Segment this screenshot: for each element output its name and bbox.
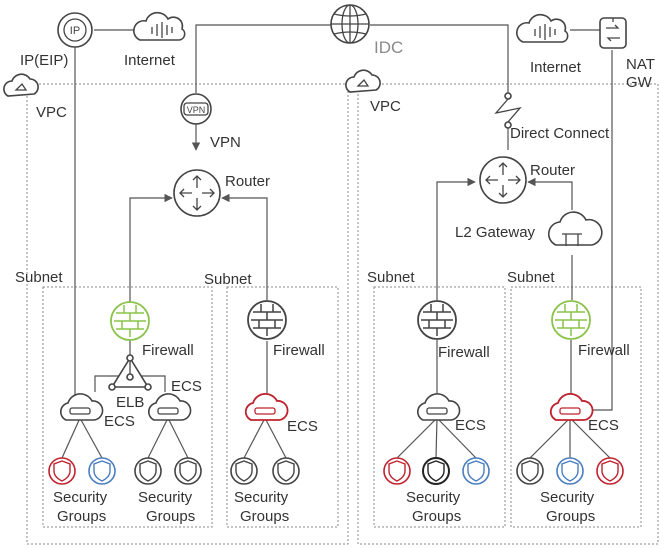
ip-eip-label: IP(EIP) (20, 52, 68, 69)
ecs-icon-3 (244, 392, 289, 421)
vpn-badge-text: VPN (187, 105, 206, 115)
ip-badge-text: IP (70, 25, 80, 37)
subnet-2-box (226, 286, 339, 528)
internet-cloud-icon (133, 11, 186, 41)
shield-icon (516, 457, 544, 485)
firewall-icon-3 (417, 300, 457, 340)
direct-connect-label: Direct Connect (510, 125, 610, 142)
nat-gw-label-line1: NAT (626, 56, 655, 73)
elb-label: ELB (116, 394, 144, 411)
vpn-label: VPN (210, 134, 241, 151)
shield-icon (422, 457, 450, 485)
shield-icon (596, 457, 624, 485)
subnet-4-box (510, 286, 642, 528)
ecs-icon-2 (148, 393, 192, 421)
ecs-5-label: ECS (588, 417, 619, 434)
connection-lines (61, 24, 613, 459)
shield-icon (48, 457, 76, 485)
ecs-4-label: ECS (455, 417, 486, 434)
firewall-4-label: Firewall (578, 342, 630, 359)
internet-left-label: Internet (124, 52, 176, 69)
direct-connect-icon (494, 92, 522, 129)
l2-gateway-label: L2 Gateway (455, 224, 536, 241)
ecs-icon-4 (417, 393, 461, 421)
idc-label: IDC (374, 38, 403, 57)
subnet-1-label: Subnet (15, 269, 63, 286)
router-left-label: Router (225, 173, 270, 190)
subnet-1-box (42, 286, 213, 528)
firewall-3-label: Firewall (438, 344, 490, 361)
vpn-icon: VPN (180, 93, 212, 125)
internet-right-label: Internet (530, 59, 582, 76)
security-groups-2-line2: Groups (146, 508, 195, 525)
subnet-2-label: Subnet (204, 271, 252, 288)
subnet-3-label: Subnet (367, 269, 415, 286)
router-icon-right (479, 156, 527, 204)
security-groups-2-line1: Security (138, 489, 193, 506)
shield-icon (230, 457, 258, 485)
security-groups-1-line1: Security (53, 489, 108, 506)
router-icon-left (173, 169, 221, 217)
nat-gw-label-line2: GW (626, 74, 653, 91)
shield-icon (174, 457, 202, 485)
firewall-icon-1 (110, 301, 150, 341)
firewall-icon-2 (247, 300, 287, 340)
firewall-2-label: Firewall (273, 342, 325, 359)
shield-icon (134, 457, 162, 485)
subnet-4-label: Subnet (507, 269, 555, 286)
shield-icon (556, 457, 584, 485)
elb-icon (108, 354, 152, 391)
vpc-right-label: VPC (370, 98, 401, 115)
l2-gateway-icon (547, 211, 603, 246)
shield-icon (88, 457, 116, 485)
security-groups-4-line2: Groups (412, 508, 461, 525)
ecs-3-label: ECS (287, 418, 318, 435)
shield-icon (272, 457, 300, 485)
security-groups-3-line1: Security (234, 489, 289, 506)
router-right-label: Router (530, 162, 575, 179)
nat-gateway-icon (599, 17, 627, 49)
firewall-icon-4 (551, 300, 591, 340)
ecs-2-label: ECS (171, 378, 202, 395)
security-groups-5-line2: Groups (546, 508, 595, 525)
ecs-1-label: ECS (104, 413, 135, 430)
shield-icon (462, 457, 490, 485)
vpc-left-label: VPC (36, 104, 67, 121)
ecs-icon-1 (60, 393, 104, 421)
firewall-1-label: Firewall (142, 342, 194, 359)
shield-icon (383, 457, 411, 485)
ecs-icon-5 (549, 392, 594, 421)
security-groups-3-line2: Groups (240, 508, 289, 525)
vpc-left-box (26, 83, 349, 545)
vpc-cloud-icon-right (345, 69, 381, 93)
ip-icon: IP (57, 12, 93, 48)
globe-icon (330, 4, 370, 44)
vpc-cloud-icon-left (3, 73, 39, 97)
security-groups-1-line2: Groups (57, 508, 106, 525)
security-groups-5-line1: Security (540, 489, 595, 506)
subnet-3-box (373, 286, 506, 528)
security-groups-4-line1: Security (406, 489, 461, 506)
internet-cloud-icon-right (516, 13, 569, 43)
